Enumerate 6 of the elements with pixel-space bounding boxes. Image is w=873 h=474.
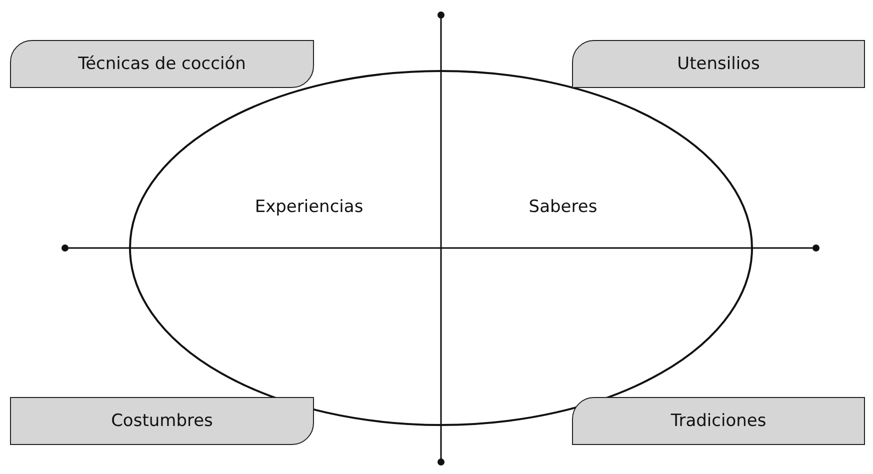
category-tab: Tradiciones (572, 397, 865, 445)
category-tab: Técnicas de cocción (10, 40, 314, 88)
quadrant-label: Experiencias (254, 197, 364, 217)
category-tab: Utensilios (572, 40, 865, 88)
category-tab: Costumbres (10, 397, 314, 445)
quadrant-label: Saberes (528, 197, 598, 217)
